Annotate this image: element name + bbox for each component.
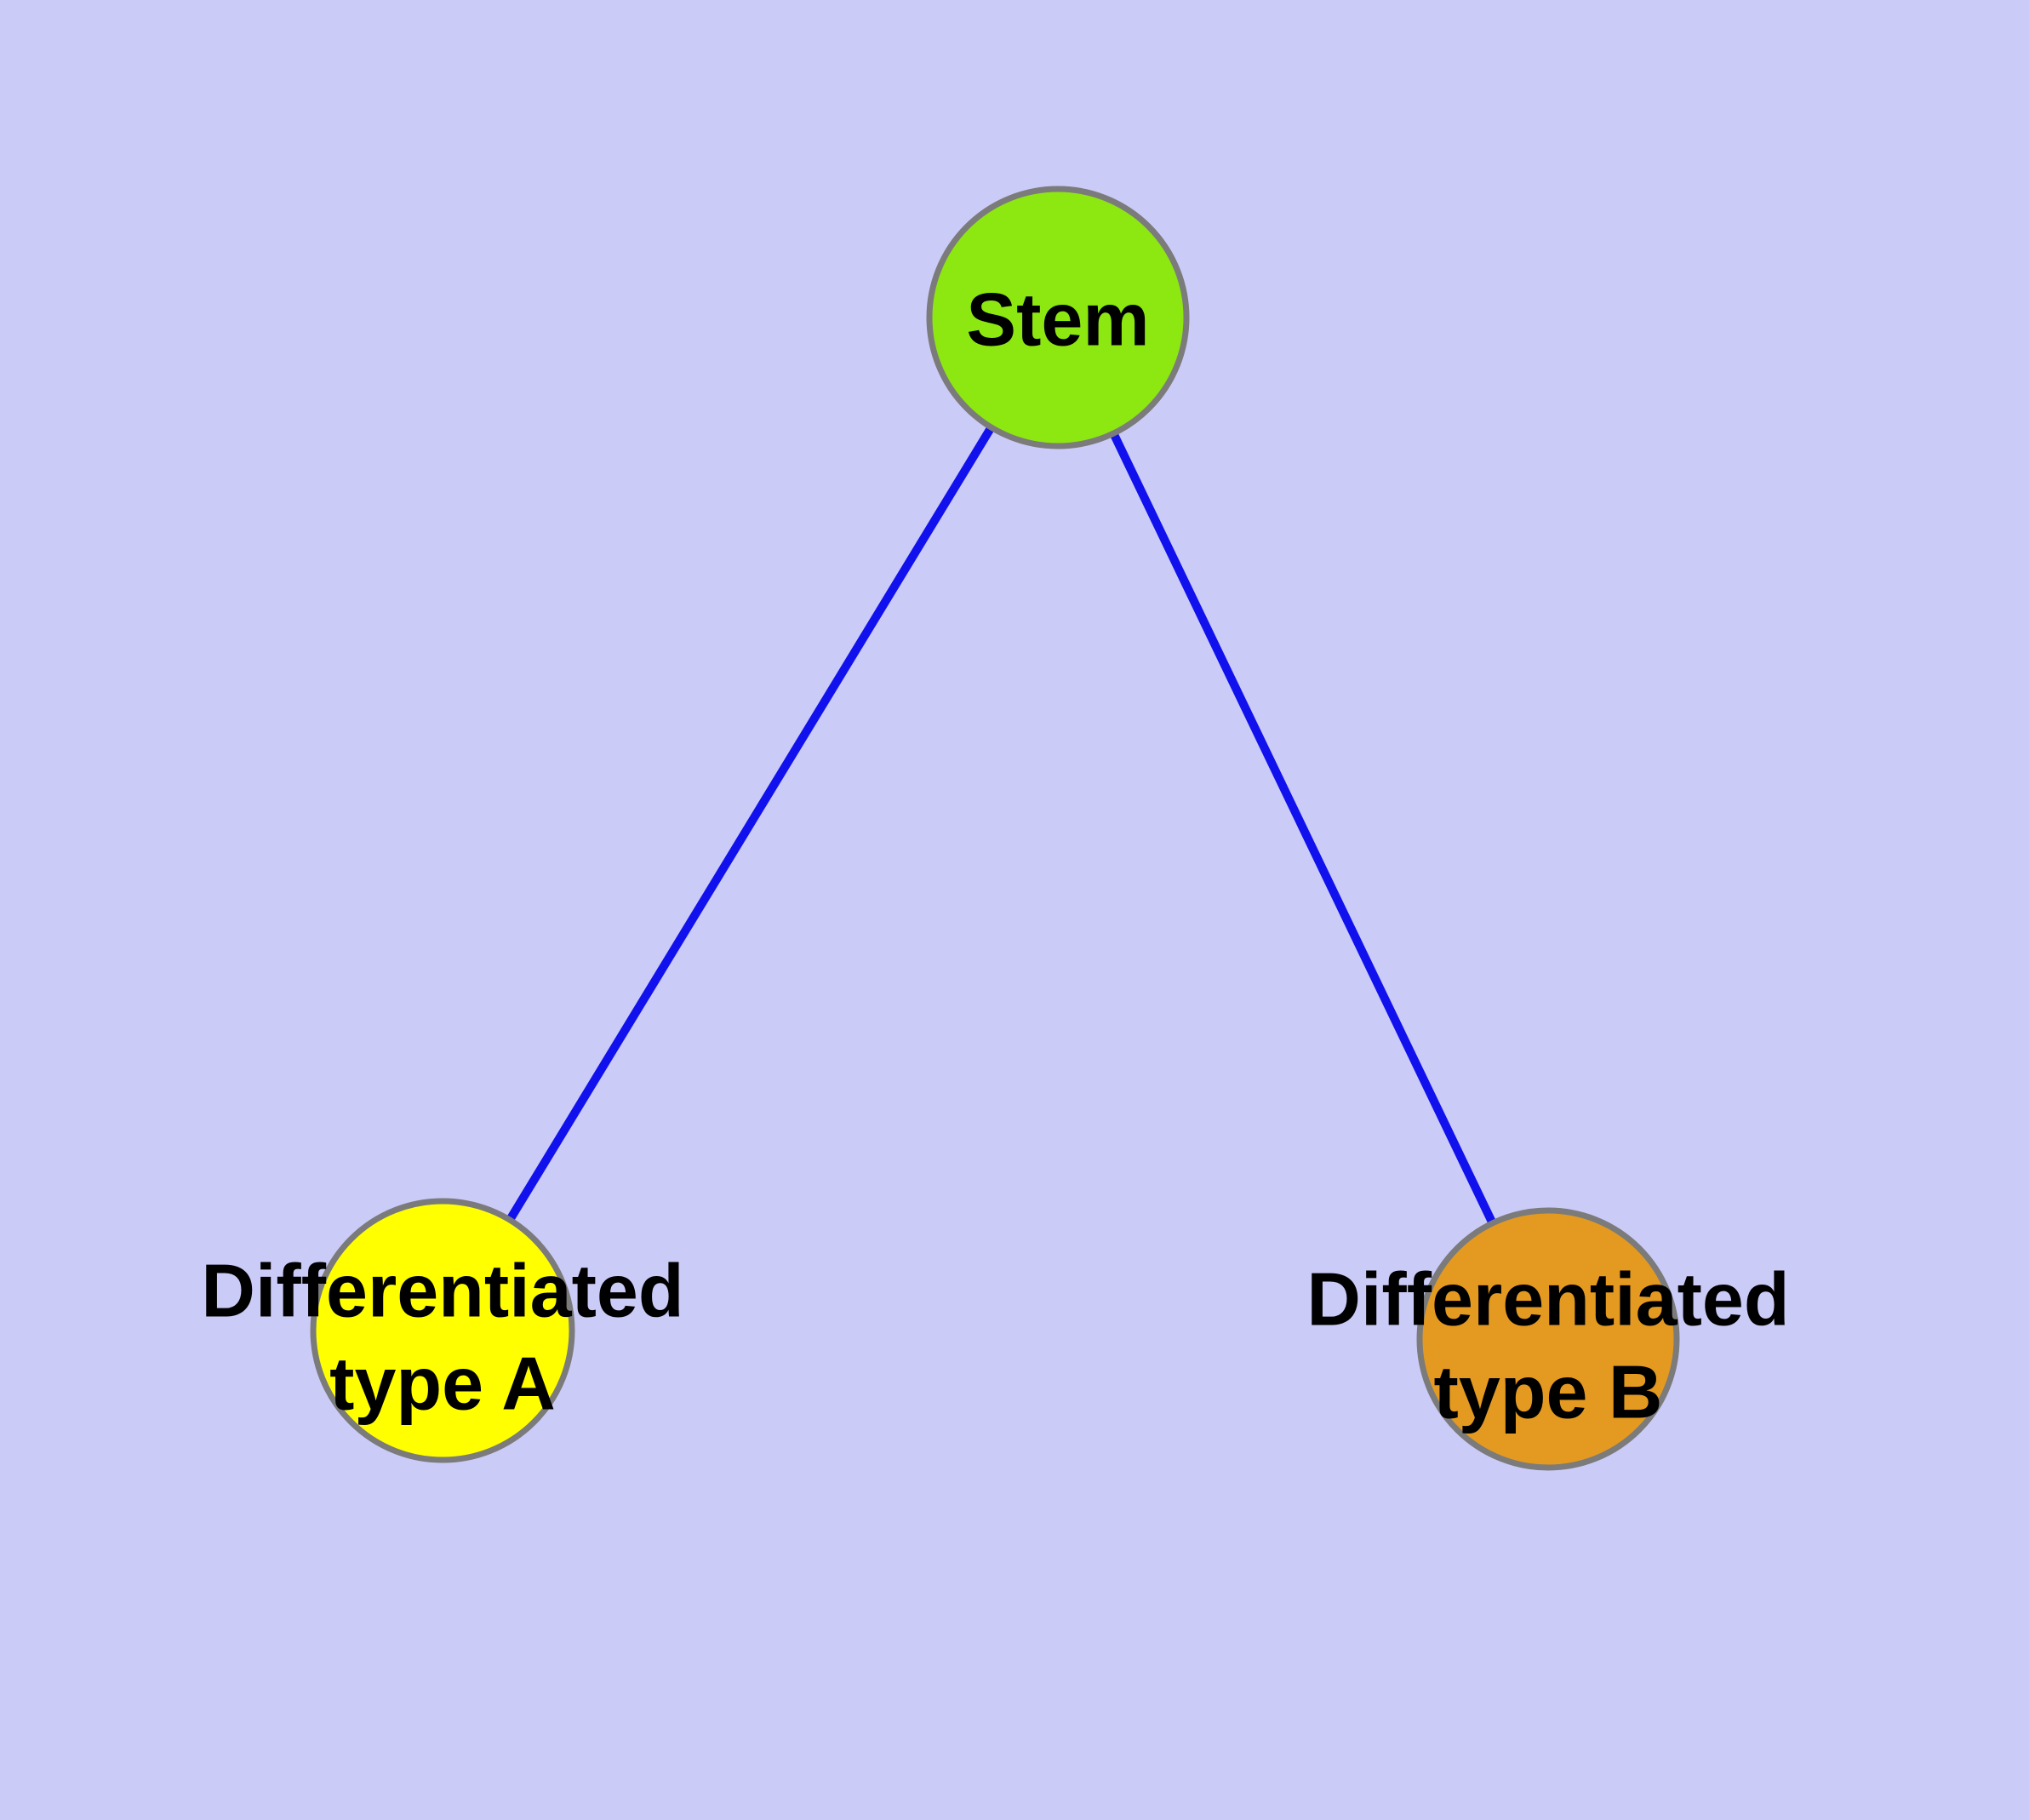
node-type-a-circle (310, 1198, 575, 1463)
edge-stem-to-type-a (438, 315, 1062, 1333)
node-type-b-label-line1: Differentiated (1306, 1257, 1789, 1342)
node-stem-label: Stem (966, 278, 1149, 362)
node-type-a-label-line1: Differentiated (201, 1249, 683, 1333)
node-type-b-circle (1416, 1207, 1680, 1471)
edge-stem-to-type-b (1054, 315, 1552, 1342)
node-type-b-label-line2: type B (1434, 1350, 1663, 1434)
node-stem-circle (926, 186, 1190, 449)
node-type-a-label-line2: type A (329, 1342, 556, 1426)
